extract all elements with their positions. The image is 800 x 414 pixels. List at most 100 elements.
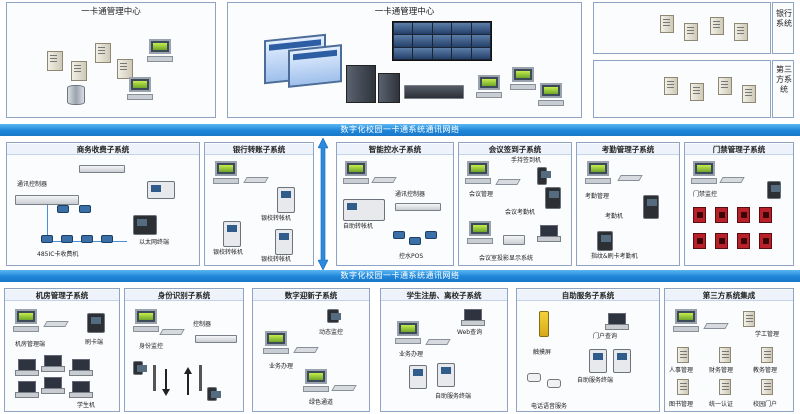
commerce-controller-label: 通讯控制器 [17,181,48,188]
bank-transfer-subsystem-panel: 银行转账子系统 银校转帐机 银校转帐机 银校转帐机 [204,142,314,266]
workstation-icon [147,39,173,63]
web-query-label: Web查询 [457,329,483,336]
main-management-center-title: 一卡通管理中心 [374,7,435,17]
left-management-center-panel: 一卡通管理中心 [6,2,216,118]
third-party-system-label-box: 第三方系统 [772,60,794,118]
lab-reader-label: 刷卡端 [85,339,104,346]
student-pc-icon [69,381,93,398]
keyboard-icon [703,323,729,329]
bank-kiosk-label-2: 银校转帐机 [213,249,244,256]
bank-system-label: 银行系统 [776,9,792,28]
server-icon [761,379,773,395]
keyboard-icon [617,175,643,181]
laptop-icon [537,225,561,242]
finance-mgmt-label: 财务管理 [709,367,734,374]
workstation-icon [585,161,611,185]
card-reader-icon [101,235,113,243]
reader485-label: 485IC卡收费机 [37,251,79,258]
portal-query-label: 门户查询 [593,333,618,340]
campus-portal-label: 校园门户 [753,401,778,408]
server-icon [677,347,689,363]
ethernet-terminal-label: 以太网终端 [139,239,170,246]
access-terminal-icon [767,181,781,199]
keyboard-icon [495,179,521,185]
main-management-center-panel: 一卡通管理中心 [227,2,582,118]
registration-subsystem-title: 学生注册、离校子系统 [381,290,507,301]
ethernet-terminal-icon [133,215,157,235]
server-icon [743,311,755,327]
software-screen-icon [288,44,342,88]
network-switch-icon [79,165,125,173]
server-icon [677,379,689,395]
door-reader-icon [693,233,706,249]
workstation-icon [213,161,239,185]
server-icon [664,77,678,95]
meeting-display-label: 会议室投影显示系统 [479,255,534,262]
exit-arrow [165,369,167,389]
database-icon [67,85,85,105]
voice-service-label: 电话语音服务 [531,403,568,410]
server-icon [95,43,111,63]
meeting-checkin-subsystem-title: 会议签到子系统 [459,144,571,155]
down-arrow-icon [162,389,170,396]
card-swipe-terminal-icon [87,313,105,333]
green-channel-label: 绿色通道 [309,399,334,406]
bank-kiosk-label-1: 银校转帐机 [261,215,292,222]
turnstile-gate-icon [153,365,156,391]
keyboard-icon [159,329,185,335]
meeting-checkin-subsystem-panel: 会议签到子系统 手持签到机 会议管理 会议考勤机 会议室投影显示系统 [458,142,572,266]
water-controller-label: 通讯控制器 [395,191,426,198]
identity-subsystem-title: 身份识别子系统 [125,290,243,301]
lab-mgmt-label: 机房管理端 [15,341,46,348]
workstation-icon [263,331,289,355]
water-control-subsystem-panel: 智能控水子系统 通讯控制器 自助转帐机 控水POS [336,142,454,266]
server-icon [47,51,63,71]
student-pc-icon [15,381,39,398]
student-mgmt-label: 学工管理 [755,331,780,338]
freshmen-subsystem-title: 数字迎新子系统 [253,290,369,301]
attendance-subsystem-title: 考勤管理子系统 [577,144,679,155]
meeting-checkin-label: 会议考勤机 [505,209,536,216]
handheld-device-icon [537,167,551,185]
bank-system-panel [593,2,771,54]
workstation-icon [476,75,502,99]
water-pos-icon [393,231,405,239]
keyboard-icon [331,385,357,391]
server-icon [718,77,732,95]
keyboard-icon [293,347,319,353]
student-pc-icon [69,359,93,376]
turnstile-gate-icon [199,365,202,391]
self-transfer-label: 自助转帐机 [343,223,374,230]
commerce-subsystem-title: 商务收费子系统 [7,144,199,155]
workstation-icon [465,161,491,185]
bank-kiosk-icon [223,221,241,247]
workstation-icon [133,309,159,333]
identity-subsystem-panel: 身份识别子系统 控制器 身份监控 [124,288,244,412]
keyboard-icon [243,177,269,183]
self-service-kiosk-icon [437,363,455,387]
workstation-icon [395,321,421,345]
laptop-icon [461,309,485,326]
third-party-integration-panel: 第三方系统集成 学工管理 人事管理 财务管理 教务管理 图书管理 统一认证 校园… [664,288,794,412]
server-icon [117,59,133,79]
commerce-subsystem-panel: 商务收费子系统 通讯控制器 以太网终端 485IC卡收费机 [6,142,200,266]
card-reader-icon [57,205,69,213]
registration-terminal-label: 自助服务终端 [435,393,472,400]
entry-arrow [187,373,189,395]
student-pc-label: 学生机 [77,402,96,409]
keyboard-icon [425,339,451,345]
fingerprint-machine-icon [597,231,613,251]
video-wall-icon [392,21,492,61]
door-reader-icon [737,207,750,223]
up-arrow-icon [184,367,192,374]
controller-icon [15,195,79,205]
controller-icon [395,203,441,211]
id-reader-icon [133,361,147,375]
card-reader-icon [81,235,93,243]
meeting-mgmt-label: 会议管理 [469,191,494,198]
self-service-kiosk-icon [613,349,631,373]
freshmen-subsystem-panel: 数字迎新子系统 动态监控 业务办理 绿色通道 [252,288,370,412]
server-icon [719,379,731,395]
freshmen-service-label: 业务办理 [269,363,294,370]
dynamic-monitor-label: 动态监控 [319,329,344,336]
